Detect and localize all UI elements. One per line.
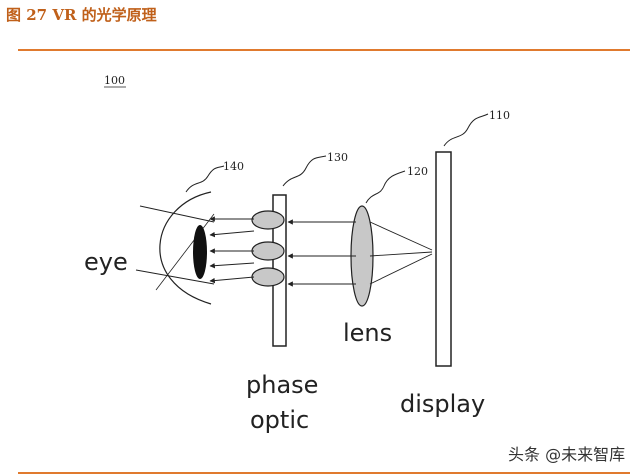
bottom-rule [18,472,630,474]
label-phase-optic-line1: phase [246,371,318,399]
ray-optic-to-eye-2 [209,230,255,238]
eye-line-lower [135,269,215,285]
leader-140 [185,165,225,193]
phase-optic-element-3 [251,267,285,287]
display-panel [435,151,452,367]
leader-120 [365,170,406,204]
leader-110 [443,113,489,147]
ref-number-100: 100 [104,74,125,87]
eye-pupil [193,225,207,279]
watermark: 头条 @未来智库 [508,445,626,464]
ref-number-140: 140 [223,160,244,173]
ref-number-130: 130 [327,151,348,164]
phase-optic-element-2 [251,241,285,261]
label-eye: eye [84,248,128,276]
ray-optic-to-eye-4 [209,262,255,269]
label-phase-optic-line2: optic [250,406,309,434]
eye-outline [159,191,212,305]
label-lens: lens [343,319,392,347]
ray-optic-to-eye-5 [209,276,255,284]
phase-optic-element-1 [251,210,285,230]
ref-number-120: 120 [407,165,428,178]
eye-line-cross [155,213,215,291]
ray-display-to-lens-2 [369,251,433,257]
figure-title: 图 27 VR 的光学原理 [6,6,157,24]
top-rule [18,49,630,51]
leader-130 [282,155,327,187]
eye-line-upper [139,205,215,223]
ray-display-to-lens-1 [369,221,433,251]
ray-display-to-lens-3 [369,253,433,285]
ref-number-110: 110 [489,109,510,122]
label-display: display [400,390,485,418]
